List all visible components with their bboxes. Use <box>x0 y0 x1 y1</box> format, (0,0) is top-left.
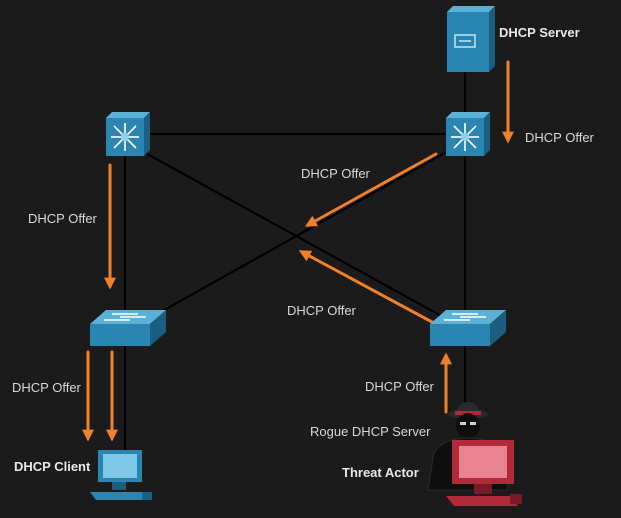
arrow-rogue-cross <box>298 250 434 324</box>
switch-icon <box>430 310 506 346</box>
link-right-router-left-switch <box>149 149 451 319</box>
offer-label-rogue-cross: DHCP Offer <box>287 303 356 318</box>
offer-label-left-router-down: DHCP Offer <box>28 211 97 226</box>
dhcp-client-label: DHCP Client <box>14 459 91 474</box>
multilayer-switch-icon <box>106 112 150 156</box>
offer-label-to-client: DHCP Offer <box>12 380 81 395</box>
arrow-router-cross <box>304 152 438 227</box>
dhcp-offer-arrows <box>82 60 514 442</box>
offer-label-rogue-up: DHCP Offer <box>365 379 434 394</box>
server-icon <box>447 6 495 72</box>
rogue-pc-icon <box>446 440 522 506</box>
offer-label-server-to-router: DHCP Offer <box>525 130 594 145</box>
switch-icon <box>90 310 166 346</box>
network-links <box>123 72 467 452</box>
offer-label-router-cross: DHCP Offer <box>301 166 370 181</box>
pc-icon <box>90 450 152 500</box>
link-left-router-right-switch <box>139 149 446 319</box>
threat-actor-label: Threat Actor <box>342 465 419 480</box>
rogue-server-label: Rogue DHCP Server <box>310 424 431 439</box>
multilayer-switch-icon <box>446 112 490 156</box>
dhcp-server-label: DHCP Server <box>499 25 580 40</box>
